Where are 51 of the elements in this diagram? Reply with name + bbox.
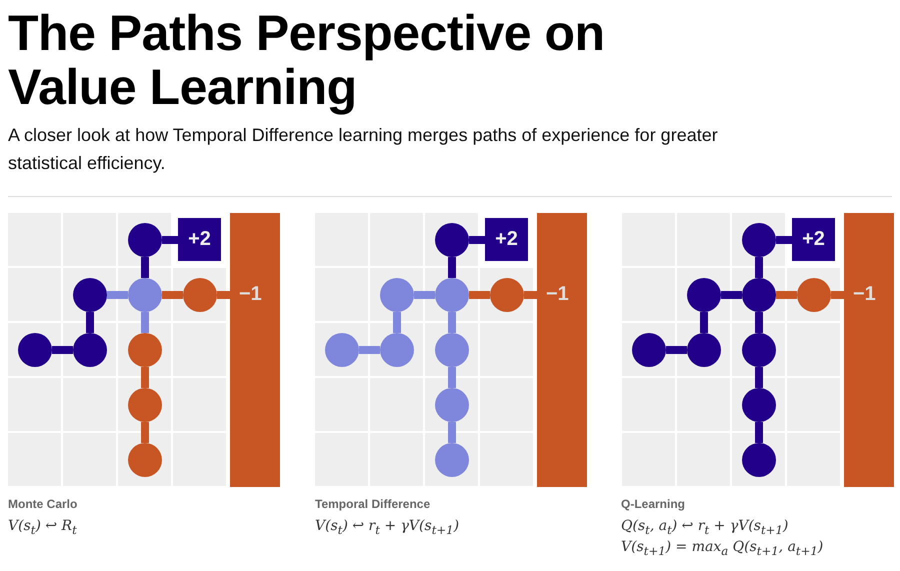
path-line: [414, 291, 435, 299]
path-line: [776, 291, 797, 299]
path-line: [141, 367, 149, 388]
penalty-bar: [230, 213, 280, 487]
penalty-value: −1: [546, 283, 569, 306]
path-line: [52, 346, 73, 354]
update-formula: V(s$_{t}$) ↩ r$_{t}$ + γV(s$_{t+1}$): [315, 518, 460, 537]
path-line: [141, 312, 149, 333]
reward-box: [178, 218, 221, 261]
panel-heading: Q-Learning: [621, 497, 686, 511]
path-line: [141, 257, 149, 278]
path-line: [86, 312, 94, 333]
reward-value: +2: [188, 228, 211, 251]
update-formula: V(s$_{t+1}$) = max$_{a}$ Q(s$_{t+1}$, a$_{t+1}$): [621, 539, 824, 558]
path-line: [359, 346, 380, 354]
update-formula: V(s$_{t}$) ↩ R$_{t}$: [8, 518, 77, 537]
path-line: [831, 291, 844, 299]
path-line: [107, 291, 128, 299]
path-line: [141, 422, 149, 443]
path-line: [524, 291, 537, 299]
path-line: [755, 257, 763, 278]
reward-box: [485, 218, 528, 261]
path-line: [448, 312, 456, 333]
path-line: [755, 367, 763, 388]
reward-value: +2: [495, 228, 518, 251]
path-line: [755, 422, 763, 443]
penalty-value: −1: [853, 283, 876, 306]
update-formula: Q(s$_{t}$, a$_{t}$) ↩ r$_{t}$ + γV(s$_{t+1}$): [621, 518, 788, 537]
reward-box: [792, 218, 835, 261]
reward-value: +2: [802, 228, 825, 251]
title: The Paths Perspective on Value Learning: [8, 6, 606, 114]
subtitle: A closer look at how Temporal Difference learning merges paths of experience for greater statistical efficiency.: [8, 124, 719, 175]
path-line: [217, 291, 230, 299]
path-line: [776, 236, 792, 244]
panel-heading: Temporal Difference: [315, 497, 430, 511]
path-line: [700, 312, 708, 333]
path-line: [469, 291, 490, 299]
path-line: [755, 312, 763, 333]
path-line: [469, 236, 485, 244]
path-line: [393, 312, 401, 333]
path-line: [721, 291, 742, 299]
panel-heading: Monte Carlo: [8, 497, 78, 511]
penalty-value: −1: [239, 283, 262, 306]
path-line: [162, 291, 183, 299]
penalty-bar: [844, 213, 894, 487]
path-line: [448, 257, 456, 278]
path-line: [162, 236, 178, 244]
penalty-bar: [537, 213, 587, 487]
path-line: [448, 367, 456, 388]
path-line: [666, 346, 687, 354]
path-line: [448, 422, 456, 443]
